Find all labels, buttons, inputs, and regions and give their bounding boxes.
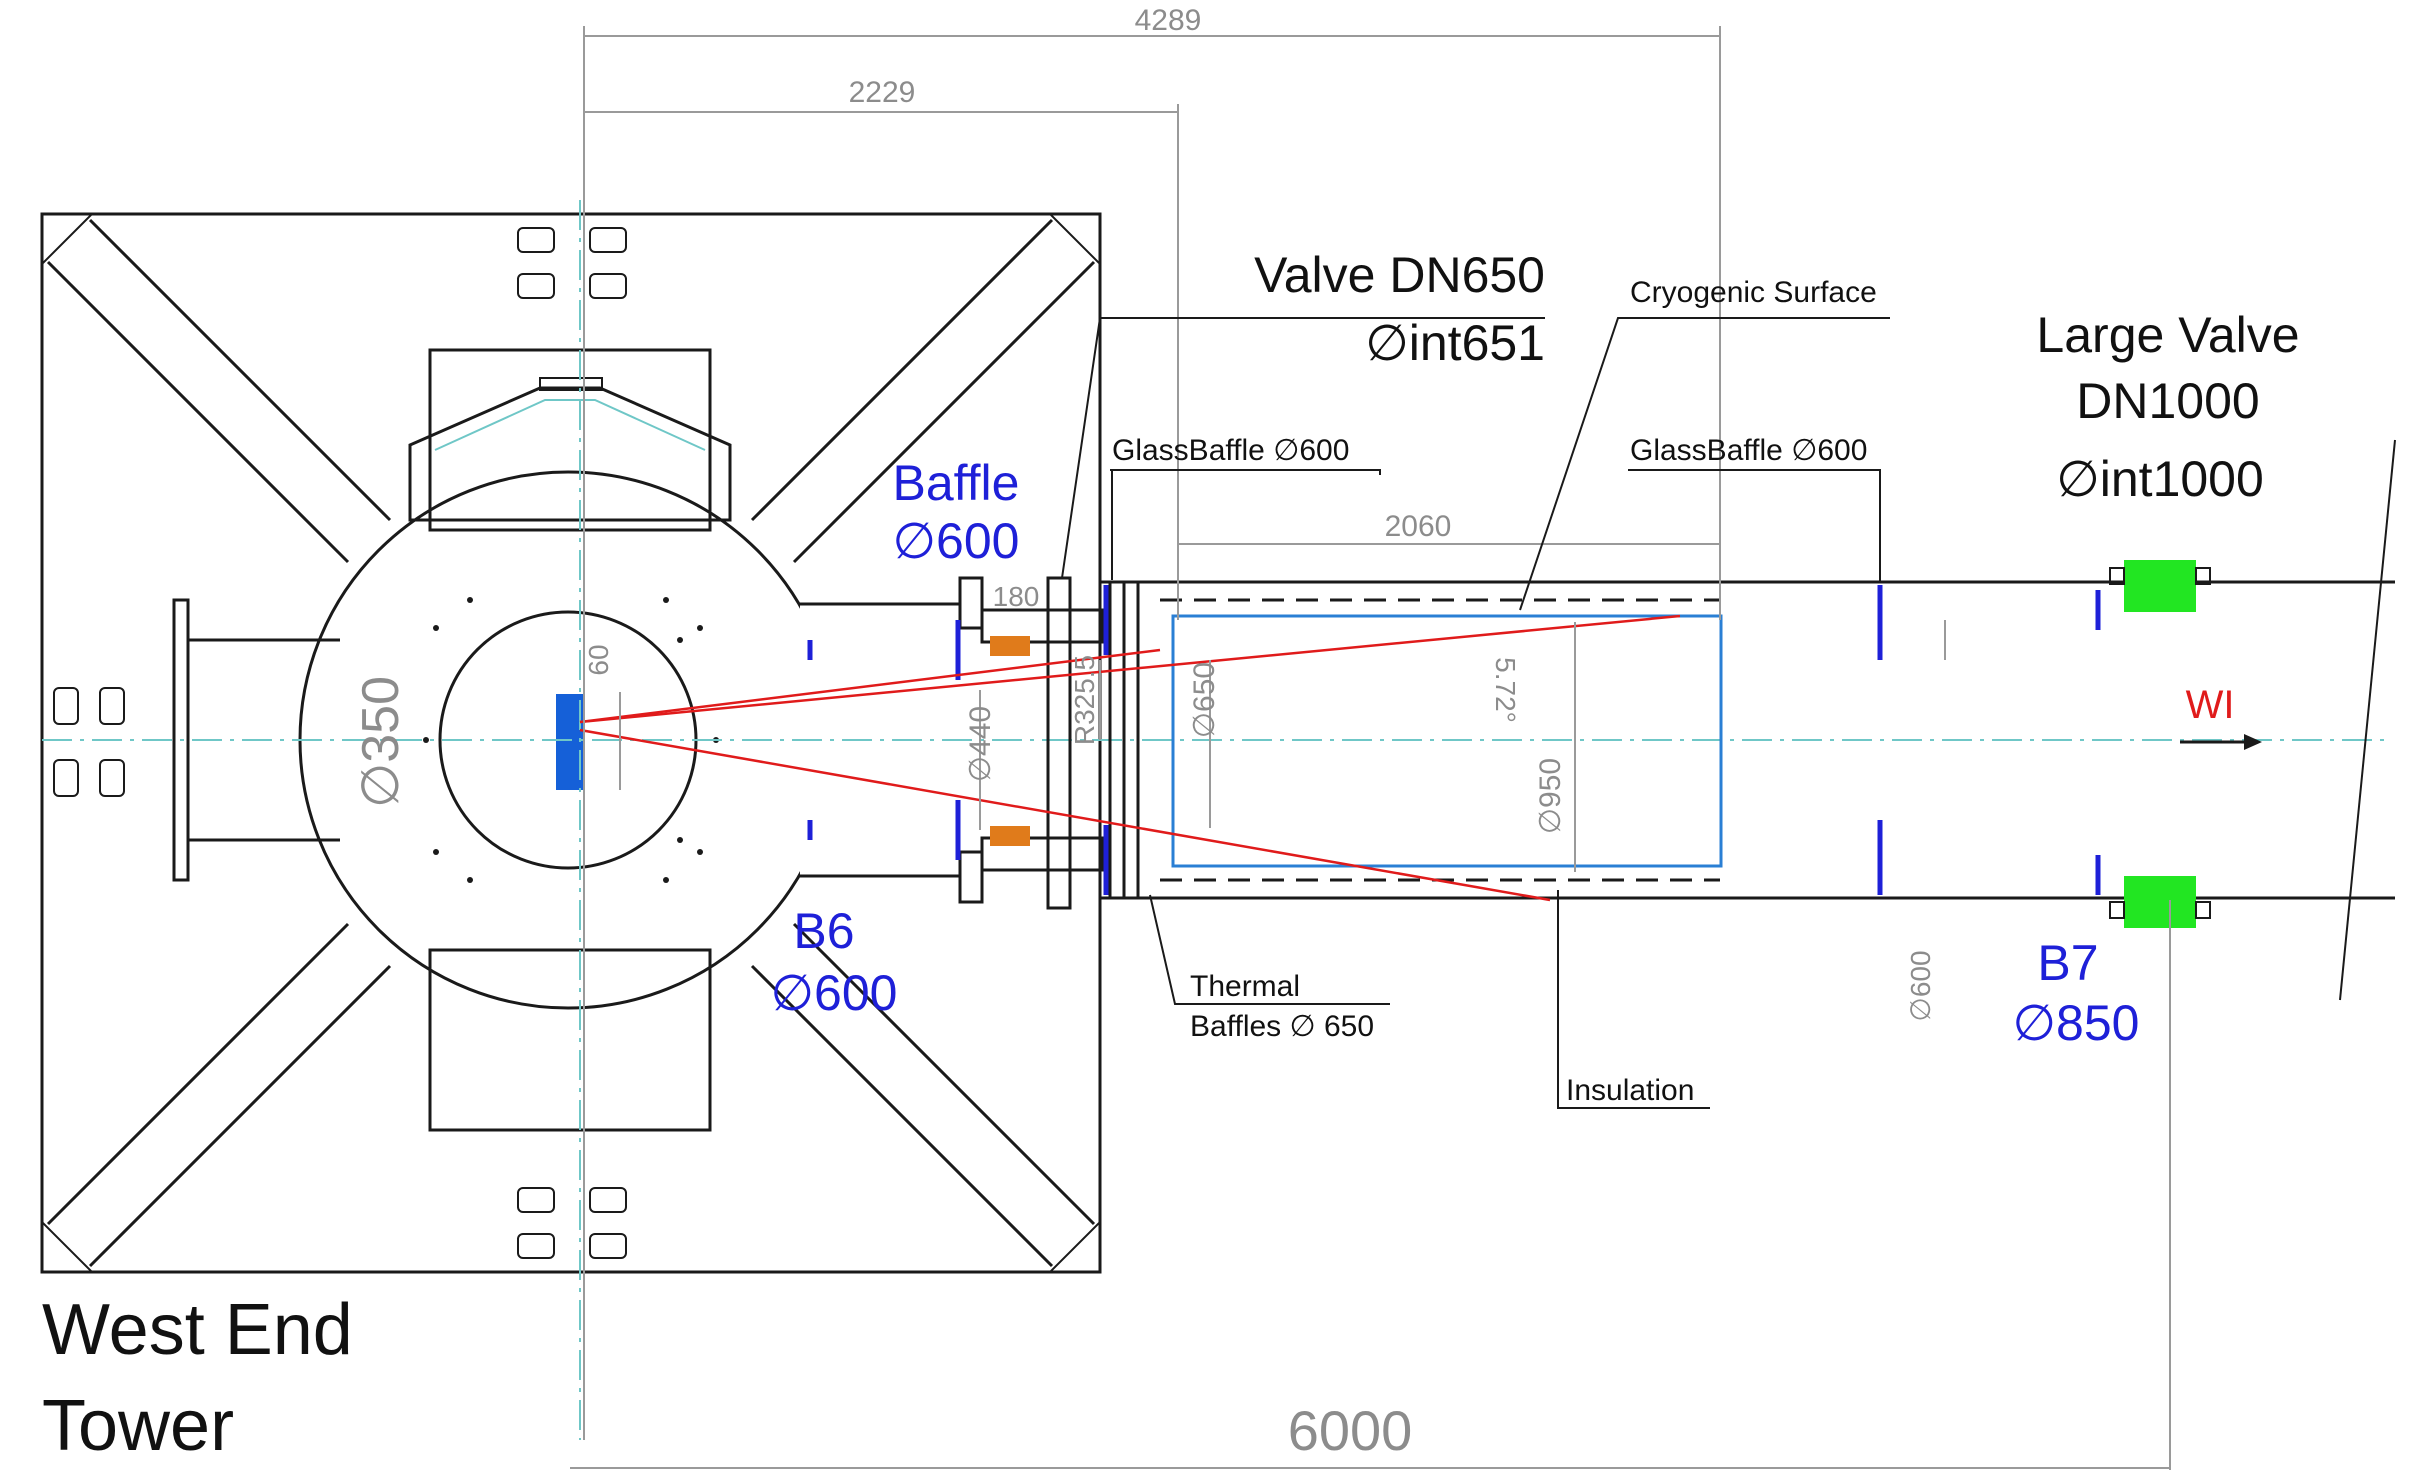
b6-label: B6 bbox=[793, 903, 854, 959]
cryogenic-surface-label: Cryogenic Surface bbox=[1630, 276, 1877, 309]
beam-tube bbox=[958, 439, 2396, 1001]
valve-dn650-label: Valve DN650 bbox=[1254, 247, 1545, 303]
tower-side-boxes bbox=[172, 348, 732, 1132]
dim-dia600: ∅600 bbox=[1905, 950, 1936, 1021]
b7-label: B7 bbox=[2037, 935, 2098, 991]
baffle-marks bbox=[807, 585, 2101, 895]
dim-60: 60 bbox=[583, 644, 614, 675]
leader-lines bbox=[1061, 317, 1890, 1109]
wi-label: WI bbox=[2186, 683, 2235, 727]
dim-4289: 4289 bbox=[1135, 4, 1202, 37]
frame-slots bbox=[53, 227, 627, 1259]
tower-frame bbox=[40, 212, 1102, 1274]
dim-180: 180 bbox=[993, 581, 1040, 612]
valve-seal-icon bbox=[990, 636, 1030, 656]
laser-beams bbox=[579, 614, 1681, 902]
dim-2229: 2229 bbox=[849, 76, 916, 109]
dim-6000: 6000 bbox=[1288, 1399, 1413, 1462]
b6-diameter-label: ∅600 bbox=[771, 965, 898, 1021]
large-valve-label: Large Valve bbox=[2036, 307, 2299, 363]
large-valve-icon bbox=[2109, 560, 2211, 928]
west-end-tower-label-line2: Tower bbox=[42, 1386, 234, 1466]
baffle-diameter-label: ∅600 bbox=[893, 513, 1020, 569]
dim-dia950: ∅950 bbox=[1534, 758, 1567, 834]
glassbaffle-right-label: GlassBaffle ∅600 bbox=[1630, 434, 1867, 467]
dim-dia650: ∅650 bbox=[1188, 662, 1221, 738]
valve-dn650-inner-label: ∅int651 bbox=[1365, 315, 1545, 371]
baffle-label: Baffle bbox=[893, 455, 1020, 511]
dim-2060: 2060 bbox=[1385, 510, 1452, 543]
dim-angle: 5.72° bbox=[1490, 657, 1521, 723]
glassbaffle-left-label: GlassBaffle ∅600 bbox=[1112, 434, 1349, 467]
dimension-lines bbox=[570, 26, 2171, 1470]
dim-dia350: ∅350 bbox=[352, 676, 410, 808]
insulation-label: Insulation bbox=[1566, 1074, 1694, 1107]
dim-dia440: ∅440 bbox=[964, 706, 997, 782]
large-valve-inner-label: ∅int1000 bbox=[2056, 451, 2264, 507]
b7-diameter-label: ∅850 bbox=[2013, 995, 2140, 1051]
thermal-baffles-label: Thermal bbox=[1190, 970, 1300, 1003]
large-valve-dn-label: DN1000 bbox=[2076, 373, 2259, 429]
thermal-baffles-size-label: Baffles ∅ 650 bbox=[1190, 1010, 1374, 1043]
west-end-tower-label: West End bbox=[42, 1290, 353, 1370]
dim-r325: R325.5 bbox=[1069, 655, 1100, 745]
wi-arrow-icon bbox=[2180, 734, 2262, 750]
